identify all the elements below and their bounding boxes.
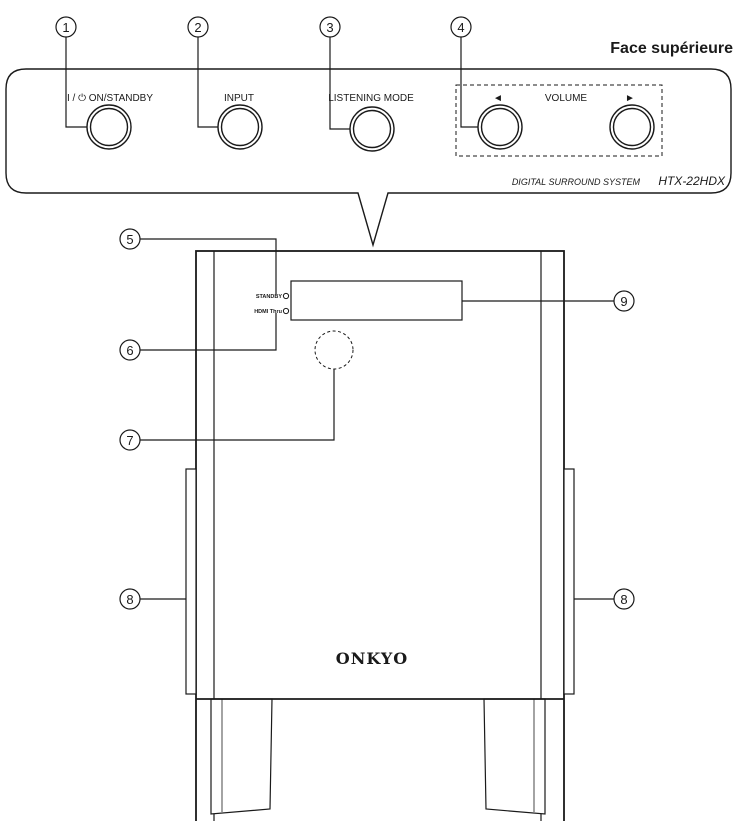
power-label: I / ⏻ ON/STANDBY	[67, 93, 153, 104]
callout-8-left: 8	[119, 588, 141, 610]
callout-5: 5	[119, 228, 141, 250]
power-button[interactable]	[86, 104, 132, 150]
callout-leaders-front	[140, 238, 614, 600]
svg-text:8: 8	[126, 592, 133, 607]
hdmi-thru-indicator-label: HDMI Thru	[254, 309, 282, 315]
callout-4: 4	[450, 16, 472, 38]
diagram-title: Face supérieure	[610, 40, 733, 57]
svg-text:5: 5	[126, 232, 133, 247]
svg-text:1: 1	[62, 20, 69, 35]
right-foot	[483, 698, 546, 815]
svg-text:6: 6	[126, 343, 133, 358]
model-name: HTX-22HDX	[658, 174, 726, 188]
top-panel-outline	[5, 68, 732, 248]
listening-mode-button[interactable]	[349, 106, 395, 152]
brand-line: DIGITAL SURROUND SYSTEM	[512, 177, 641, 187]
left-side-handle	[185, 468, 197, 695]
display-window	[290, 280, 463, 321]
volume-up-arrow-icon: ►	[625, 93, 635, 104]
callout-8-right: 8	[613, 588, 635, 610]
svg-text:8: 8	[620, 592, 627, 607]
input-label: INPUT	[224, 93, 254, 104]
svg-text:3: 3	[326, 20, 333, 35]
volume-up-button[interactable]	[609, 104, 655, 150]
callout-1: 1	[55, 16, 77, 38]
listening-mode-label: LISTENING MODE	[328, 93, 414, 104]
callout-2: 2	[187, 16, 209, 38]
callout-leaders-top	[65, 37, 478, 130]
hdmi-thru-indicator	[282, 307, 290, 315]
volume-group-outline	[455, 84, 663, 157]
svg-text:4: 4	[457, 20, 464, 35]
volume-down-button[interactable]	[477, 104, 523, 150]
input-button[interactable]	[217, 104, 263, 150]
callout-9: 9	[613, 290, 635, 312]
callout-7: 7	[119, 429, 141, 451]
left-foot	[210, 698, 273, 815]
standby-indicator-label: STANDBY	[256, 294, 283, 300]
volume-label: VOLUME	[545, 93, 588, 104]
callout-3: 3	[319, 16, 341, 38]
right-side-handle	[563, 468, 575, 695]
callout-6: 6	[119, 339, 141, 361]
standby-indicator	[282, 292, 290, 300]
onkyo-logo: ONKYO	[336, 649, 408, 668]
svg-text:2: 2	[194, 20, 201, 35]
volume-down-arrow-icon: ◄	[493, 93, 503, 104]
svg-text:9: 9	[620, 294, 627, 309]
svg-text:7: 7	[126, 433, 133, 448]
